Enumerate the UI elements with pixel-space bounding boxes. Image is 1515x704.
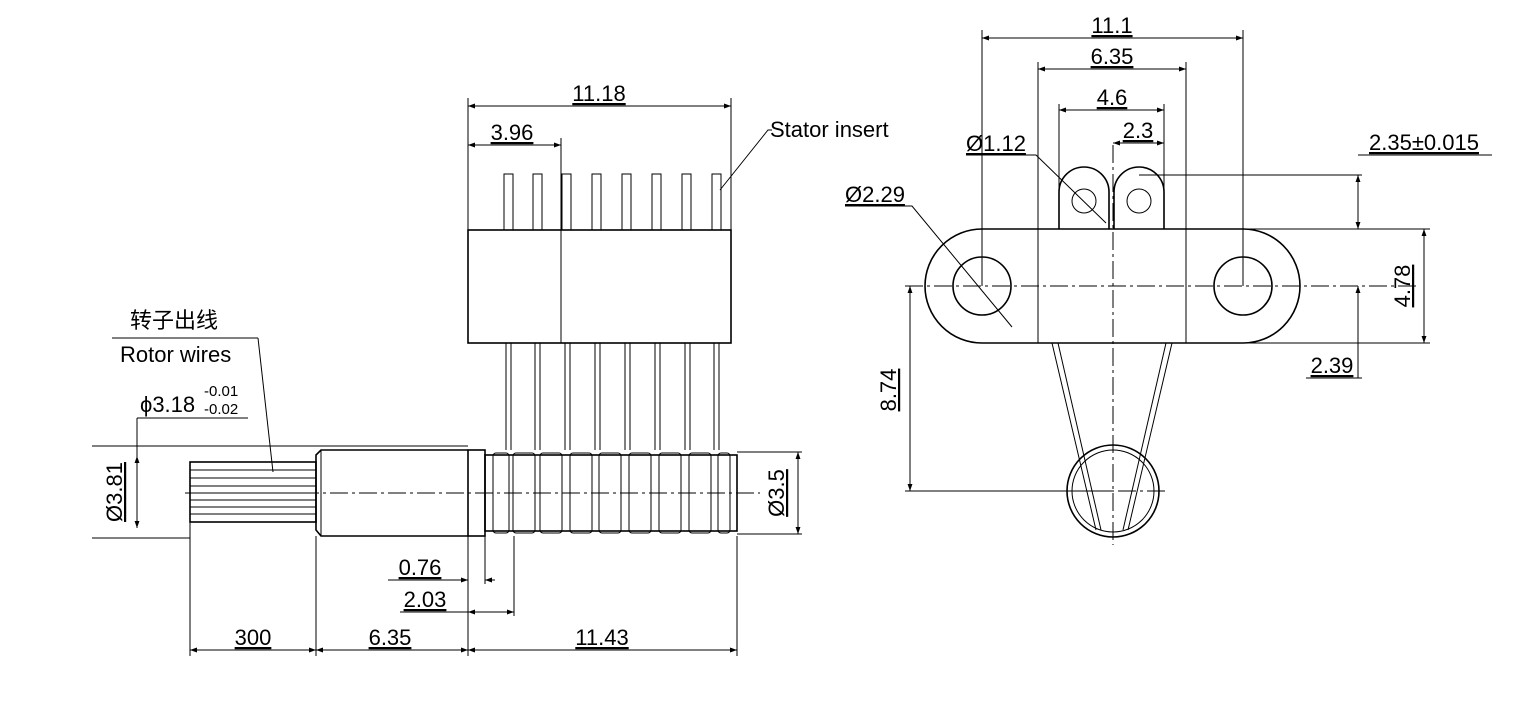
dim-shaft-tol-upper: -0.01 — [204, 383, 238, 400]
label-stator-insert: Stator insert — [770, 117, 889, 142]
dim-total-width: 11.1 — [1091, 13, 1132, 38]
tab-hole-left — [1071, 188, 1097, 214]
dim-stator-width: 11.18 — [572, 81, 625, 106]
dim-outer-dia: Ø3.81 — [102, 462, 127, 522]
dim-shaft-len: 6.35 — [369, 625, 412, 650]
dim-tab-half: 2.3 — [1123, 118, 1154, 143]
stator-wires — [505, 343, 720, 450]
dim-flange2: 2.03 — [404, 587, 447, 612]
dim-center-height: 8.74 — [876, 369, 901, 412]
tab-right — [1113, 166, 1165, 229]
dim-tab-width: 4.6 — [1097, 85, 1128, 110]
dim-shaft-dia: ϕ3.18 — [140, 392, 195, 417]
dim-flange: 0.76 — [399, 555, 442, 580]
dim-stator-offset: 3.96 — [491, 120, 534, 145]
stator-insert-block — [467, 229, 732, 344]
tab-hole-right — [1126, 188, 1152, 214]
dim-flange-height: 4.78 — [1390, 265, 1415, 308]
label-rotor-wires-en: Rotor wires — [120, 342, 231, 367]
dim-flange-half: 2.39 — [1311, 353, 1354, 378]
dim-body-len: 11.43 — [575, 625, 628, 650]
tab-left — [1058, 166, 1110, 229]
dim-wire-len: 300 — [235, 625, 272, 650]
side-view: 11.18 3.96 Stator insert 转子出线 Rotor wire… — [92, 81, 889, 656]
label-rotor-wires-cn: 转子出线 — [130, 308, 218, 333]
dim-ear-spacing: 6.35 — [1091, 44, 1134, 69]
dim-shaft-tol-lower: -0.02 — [204, 401, 238, 418]
dim-body-dia: Ø3.5 — [764, 469, 789, 517]
dim-tab-hole: Ø1.12 — [966, 131, 1026, 156]
end-view: 11.1 6.35 4.6 2.3 Ø1.12 Ø2.29 2.35±0.015… — [845, 13, 1492, 545]
dim-tab-height: 2.35±0.015 — [1369, 130, 1479, 155]
dim-mount-hole: Ø2.29 — [845, 182, 905, 207]
stator-pins-top — [503, 173, 722, 231]
